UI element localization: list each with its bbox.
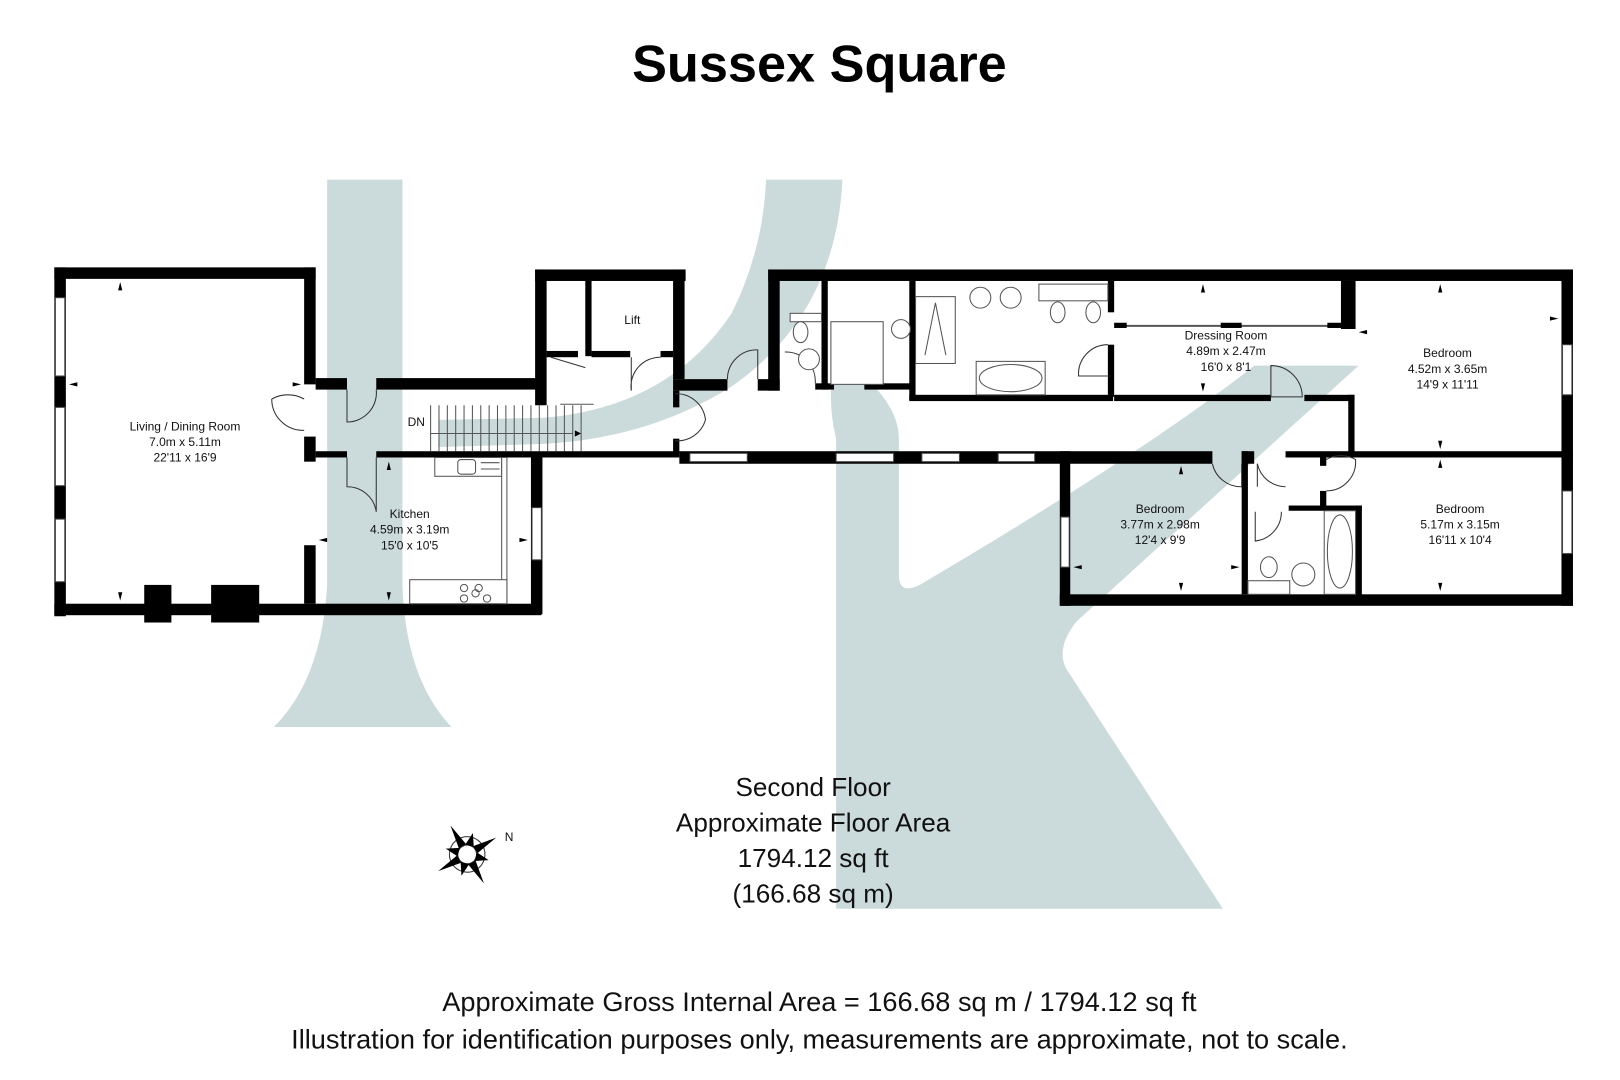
svg-text:Kitchen: Kitchen [390,507,430,521]
svg-text:Bedroom: Bedroom [1136,502,1185,516]
svg-text:16'0 x 8'1: 16'0 x 8'1 [1201,360,1252,374]
svg-text:Dressing Room: Dressing Room [1185,328,1268,342]
floor-area-sqft: 1794.12 sq ft [738,843,890,873]
compass-north-label: N [505,830,514,844]
svg-text:14'9 x 11'11: 14'9 x 11'11 [1416,378,1479,392]
hk-logo-watermark [273,179,1359,909]
measurement-markers [68,282,1559,601]
stairs: DN [408,403,594,452]
floor-area-sqm: (166.68 sq m) [733,878,894,908]
svg-text:4.59m x 3.19m: 4.59m x 3.19m [370,523,449,537]
compass-rose-icon [438,825,497,884]
svg-text:5.17m x 3.15m: 5.17m x 3.15m [1420,518,1499,532]
room-lift: Lift [624,313,641,327]
stairs-down-label: DN [408,415,425,429]
svg-text:3.77m x 2.98m: 3.77m x 2.98m [1120,518,1199,532]
fixtures [409,283,1357,605]
svg-text:7.0m x 5.11m: 7.0m x 5.11m [149,435,221,449]
svg-text:12'4 x 9'9: 12'4 x 9'9 [1135,533,1186,547]
svg-text:Bedroom: Bedroom [1436,502,1485,516]
svg-text:4.52m x 3.65m: 4.52m x 3.65m [1408,362,1487,376]
svg-text:Lift: Lift [624,313,641,327]
room-dressing: Dressing Room 4.89m x 2.47m 16'0 x 8'1 [1185,328,1268,373]
page-title: Sussex Square [632,35,1007,93]
floor-area-label: Approximate Floor Area [676,807,951,837]
windows [54,297,1573,583]
disclaimer-text: Illustration for identification purposes… [291,1024,1347,1055]
svg-text:Bedroom: Bedroom [1423,346,1472,360]
svg-text:22'11 x 16'9: 22'11 x 16'9 [153,451,216,465]
room-bedroom-1: Bedroom 4.52m x 3.65m 14'9 x 11'11 [1408,346,1487,391]
hob-icon [459,583,492,603]
room-kitchen: Kitchen 4.59m x 3.19m 15'0 x 10'5 [370,507,449,552]
gross-area-text: Approximate Gross Internal Area = 166.68… [442,986,1197,1017]
floor-name: Second Floor [735,772,891,802]
room-bedroom-2: Bedroom 3.77m x 2.98m 12'4 x 9'9 [1120,502,1199,547]
room-bedroom-3: Bedroom 5.17m x 3.15m 16'11 x 10'4 [1420,502,1499,547]
svg-text:Living / Dining Room: Living / Dining Room [130,419,241,433]
svg-text:15'0 x 10'5: 15'0 x 10'5 [381,538,439,552]
svg-text:4.89m x 2.47m: 4.89m x 2.47m [1186,344,1265,358]
room-living-dining: Living / Dining Room 7.0m x 5.11m 22'11 … [130,419,241,464]
floor-area-block: Second Floor Approximate Floor Area 1794… [676,772,951,909]
svg-text:16'11 x 10'4: 16'11 x 10'4 [1429,533,1492,547]
